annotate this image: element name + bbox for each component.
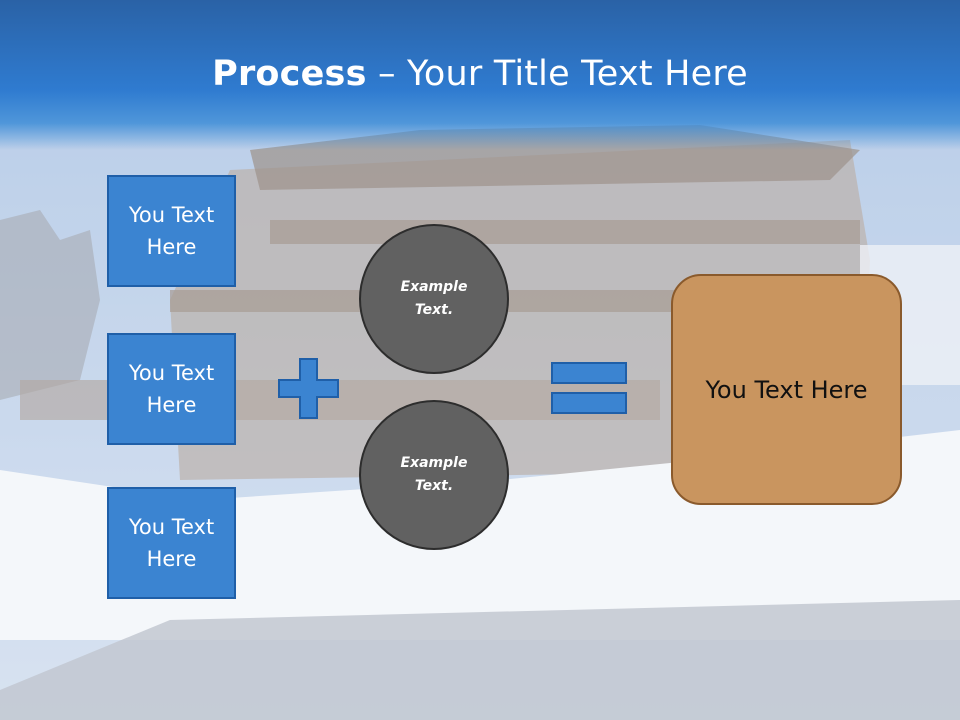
text-box-label: You Text Here [128, 361, 215, 417]
title-rest: Your Title Text Here [406, 54, 748, 94]
circle-label: Example Text. [400, 455, 468, 494]
plus-icon [278, 358, 339, 419]
title-band [0, 0, 960, 150]
result-label: You Text Here [705, 375, 868, 404]
result-box[interactable]: You Text Here [671, 274, 902, 505]
example-circle-1[interactable]: Example Text. [359, 224, 509, 374]
text-box-1[interactable]: You Text Here [107, 175, 236, 287]
slide-title: Process – Your Title Text Here [0, 52, 960, 96]
text-box-label: You Text Here [128, 515, 215, 571]
title-bold: Process [212, 54, 367, 94]
equals-icon [551, 362, 627, 414]
example-circle-2[interactable]: Example Text. [359, 400, 509, 550]
circle-label: Example Text. [400, 279, 468, 318]
text-box-3[interactable]: You Text Here [107, 487, 236, 599]
title-separator: – [366, 54, 407, 94]
text-box-2[interactable]: You Text Here [107, 333, 236, 445]
text-box-label: You Text Here [128, 203, 215, 259]
